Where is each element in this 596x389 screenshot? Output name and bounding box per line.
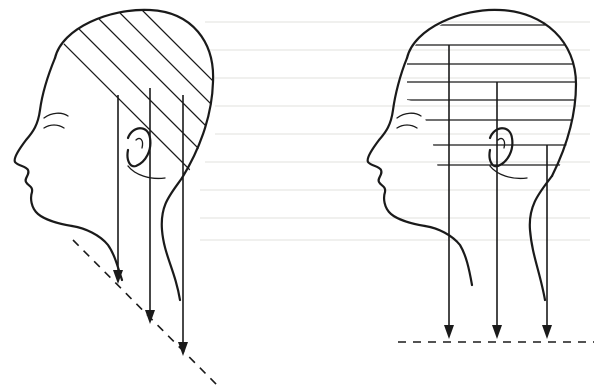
left-eye [44, 125, 64, 128]
right-head-outline [407, 10, 576, 176]
right-nape-line [530, 176, 552, 300]
left-projection-lines [113, 88, 188, 356]
right-projection-lines [444, 45, 552, 339]
left-diagonal-baseline [73, 240, 218, 386]
left-face-profile [15, 58, 72, 226]
left-nape-line [162, 178, 182, 300]
left-head-outline [55, 10, 213, 178]
left-head-panel [15, 8, 320, 386]
right-horizontal-sections [400, 25, 590, 165]
left-diagonal-sections [30, 8, 320, 190]
right-head-panel [368, 10, 594, 342]
right-eye [397, 125, 417, 128]
right-face-profile [368, 58, 425, 226]
left-ear [127, 128, 150, 166]
